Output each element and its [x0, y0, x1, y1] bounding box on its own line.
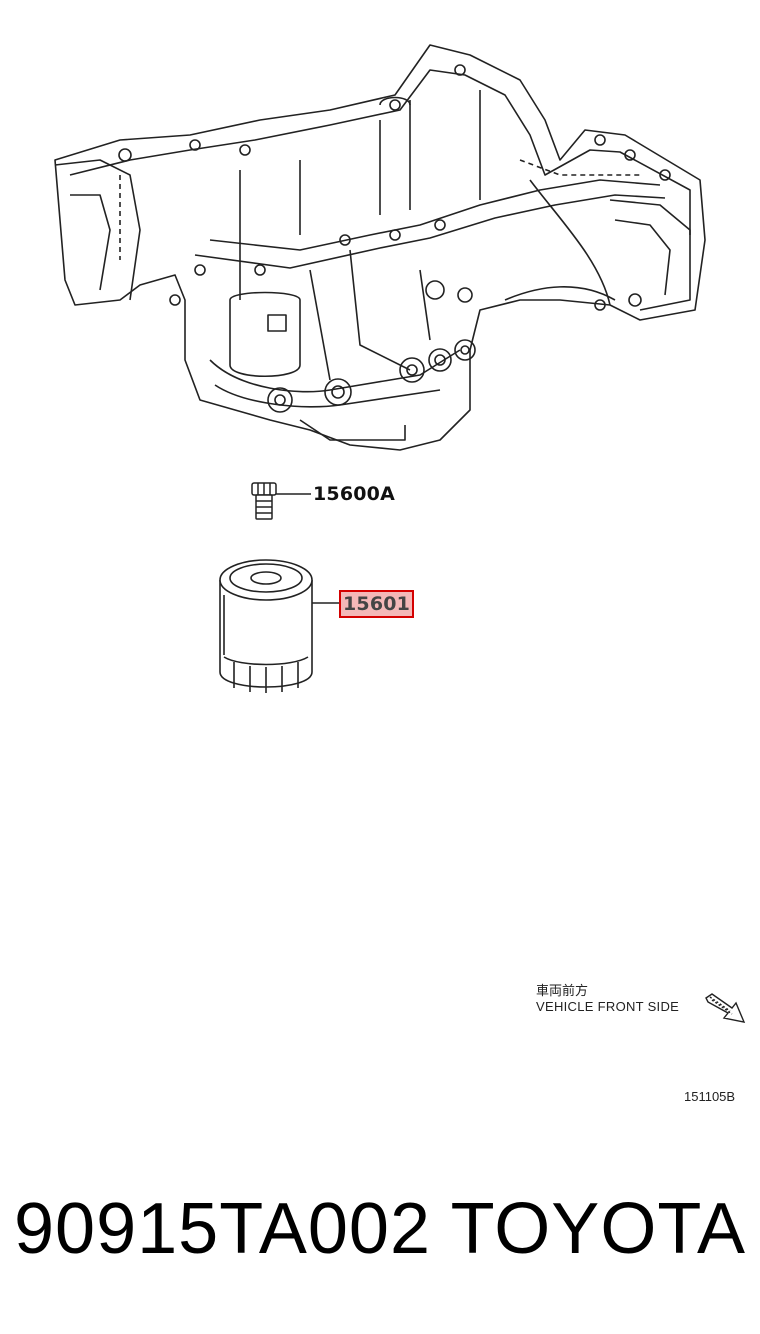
callout-drain-plug[interactable]: 15600A	[313, 483, 396, 505]
direction-label-en: VEHICLE FRONT SIDE	[536, 999, 680, 1014]
direction-label-jp: 車両前方	[536, 984, 589, 999]
callout-oil-filter[interactable]: 15601	[339, 590, 415, 618]
diagram-reference-code: 151105B	[684, 1089, 736, 1104]
brand-name: TOYOTA	[450, 1189, 746, 1269]
part-number: 90915TA002	[14, 1189, 432, 1269]
drain-plug-icon	[251, 482, 277, 520]
oil-pan-illustration	[54, 44, 706, 451]
oil-filter-icon	[219, 559, 313, 693]
arrow-down-right-icon	[705, 993, 746, 1023]
